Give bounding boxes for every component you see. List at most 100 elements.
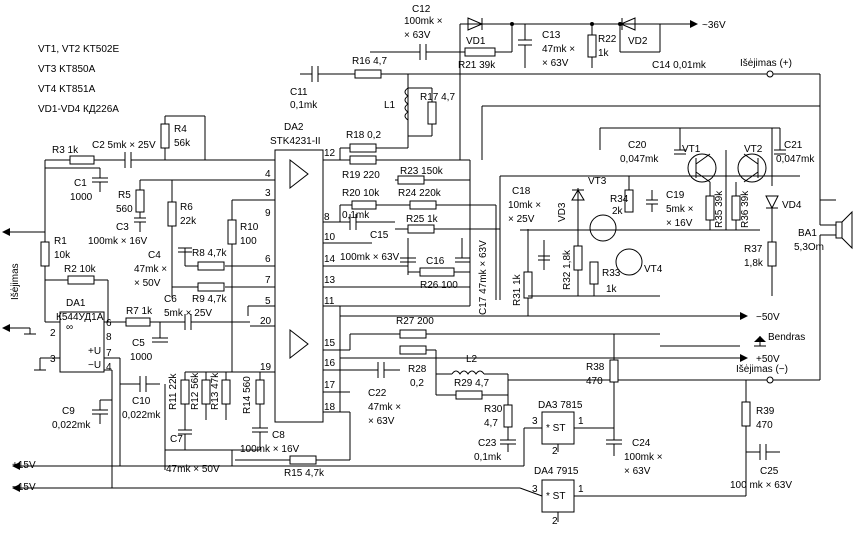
resistor-r33 — [589, 261, 599, 285]
label-r39: R39 — [756, 406, 775, 417]
resistor-r32 — [573, 245, 583, 271]
resistor-r8 — [197, 261, 225, 271]
label-da4: DA4 7915 — [534, 466, 579, 477]
label-minus50: −50V — [756, 312, 780, 323]
label-r30: R30 — [484, 404, 503, 415]
label-c7-v: 47mk × 50V — [166, 464, 220, 475]
label-c5-v: 1000 — [130, 352, 153, 363]
resistor-r15 — [289, 455, 317, 465]
label-out-minus: Išėjimas (−) — [736, 364, 788, 375]
da1-pin-6: 6 — [106, 318, 112, 329]
label-c4-v: 47mk × — [134, 264, 167, 275]
da2-pin-11: 11 — [324, 296, 335, 307]
label-vt2: VT2 — [744, 144, 763, 155]
label-c19-v: 5mk × — [666, 204, 694, 215]
resistor-r22 — [587, 34, 597, 58]
da2-pin-12: 12 — [324, 148, 336, 159]
supply-rails: −50V Bendras +50V — [339, 306, 805, 412]
transistor-vt2 — [737, 153, 767, 183]
label-c24: C24 — [632, 438, 651, 449]
label-r28: R28 — [408, 364, 427, 375]
label-l2: L2 — [466, 354, 478, 365]
label-r2: R2 10k — [64, 264, 97, 275]
resistor-r17 — [427, 101, 437, 125]
label-c20: C20 — [628, 140, 647, 151]
label-vd2: VD2 — [628, 36, 648, 47]
da1-pin-2: 2 — [50, 328, 56, 339]
label-c20-v: 0,047mk — [620, 154, 659, 165]
label-r38: R38 — [586, 362, 605, 373]
label-r19: R19 220 — [342, 170, 380, 181]
label-c5: C5 — [132, 338, 145, 349]
label-minus15: −15V — [12, 482, 36, 493]
da2-pin-3: 3 — [265, 188, 271, 199]
resistor-r28 — [399, 345, 427, 355]
label-r27: R27 200 — [396, 316, 434, 327]
da2-pin-4: 4 — [265, 169, 271, 180]
input-arrow-lower — [2, 324, 10, 332]
resistor-r38 — [609, 359, 619, 383]
resistor-r3 — [69, 155, 95, 165]
resistor-r10 — [227, 219, 237, 245]
label-plus50: +50V — [756, 354, 780, 365]
transistor-vt4 — [615, 248, 643, 276]
output-minus-section: R27 200 R28 0,2 C22 47mk × × 63V L2 R29 … — [349, 316, 820, 463]
da1-pin-7: 7 — [106, 348, 112, 359]
resistor-r18 — [349, 143, 377, 153]
resistor-r9 — [197, 282, 225, 292]
da2-pin-5: 5 — [265, 296, 271, 307]
da3-st: * ST — [546, 423, 565, 434]
label-c25-v: 100 mk × 63V — [730, 480, 792, 491]
label-r22: R22 — [598, 34, 617, 45]
label-c13-v: 47mk × — [542, 44, 575, 55]
label-r21: R21 39k — [458, 60, 496, 71]
da2-pin-7: 7 — [265, 275, 271, 286]
label-c13: C13 — [542, 30, 561, 41]
label-c9-v: 0,022mk — [52, 420, 91, 431]
label-r36: R36 39k — [740, 190, 751, 228]
da1-section: DA1 К544УД1А ∞ +U −U 2 3 6 8 7 4 — [2, 228, 250, 493]
label-r15: R15 4,7k — [284, 468, 325, 479]
resistor-r39 — [741, 401, 751, 427]
label-c6: C6 — [164, 294, 177, 305]
ic-da2: DA2 STK4231-II 4 3 9 6 7 5 20 19 12 8 10… — [140, 122, 470, 423]
ic-da2-ref: DA2 — [284, 122, 304, 133]
resistor-r21 — [464, 47, 496, 57]
label-r29: R29 4,7 — [454, 378, 489, 389]
speaker-ba1-body — [835, 221, 843, 239]
transistor-vt1 — [687, 153, 717, 183]
label-r6-v: 22k — [180, 216, 197, 227]
label-r5: R5 — [118, 190, 131, 201]
resistor-r24 — [409, 200, 437, 210]
label-out-plus: Išėjimas (+) — [740, 58, 792, 69]
arrow-plus15 — [12, 462, 20, 470]
output-plus-section: C11 0,1mk R16 4,7 L1 R17 4,7 Išėjimas (+… — [290, 56, 821, 200]
label-c12-w: × 63V — [404, 30, 431, 41]
label-r28-v: 0,2 — [410, 378, 424, 389]
resistor-r36 — [731, 195, 741, 221]
label-r13: R13 47k — [210, 372, 221, 410]
da2-pin-9: 9 — [265, 208, 271, 219]
label-c12-v: 100mk × — [404, 16, 443, 27]
label-r22-v: 1k — [598, 48, 610, 59]
label-r37: R37 — [744, 244, 763, 255]
label-vt3: VT3 — [588, 176, 607, 187]
label-r7: R7 1k — [126, 306, 153, 317]
speaker-icon — [841, 210, 853, 250]
label-c18: C18 — [512, 186, 531, 197]
arrow-minus50 — [740, 312, 748, 320]
da2-pin-19: 19 — [260, 362, 272, 373]
arrow-36v — [690, 20, 698, 28]
inductor-l2 — [451, 370, 485, 375]
label-r39-v: 470 — [756, 420, 773, 431]
c16-r26-c17-section: 100mk × 63V C16 R26 100 C17 47mk × 63V — [340, 160, 489, 315]
label-c1-v: 1000 — [70, 192, 93, 203]
label-ba1-v: 5,3Om — [794, 242, 824, 253]
label-c23-v: 0,1mk — [474, 452, 502, 463]
resistor-r27 — [399, 329, 427, 339]
label-r23: R23 150k — [400, 166, 444, 177]
da1-pin-4: 4 — [106, 362, 112, 373]
label-vt4: VT4 — [644, 264, 663, 275]
label-r5-v: 560 — [116, 204, 133, 215]
